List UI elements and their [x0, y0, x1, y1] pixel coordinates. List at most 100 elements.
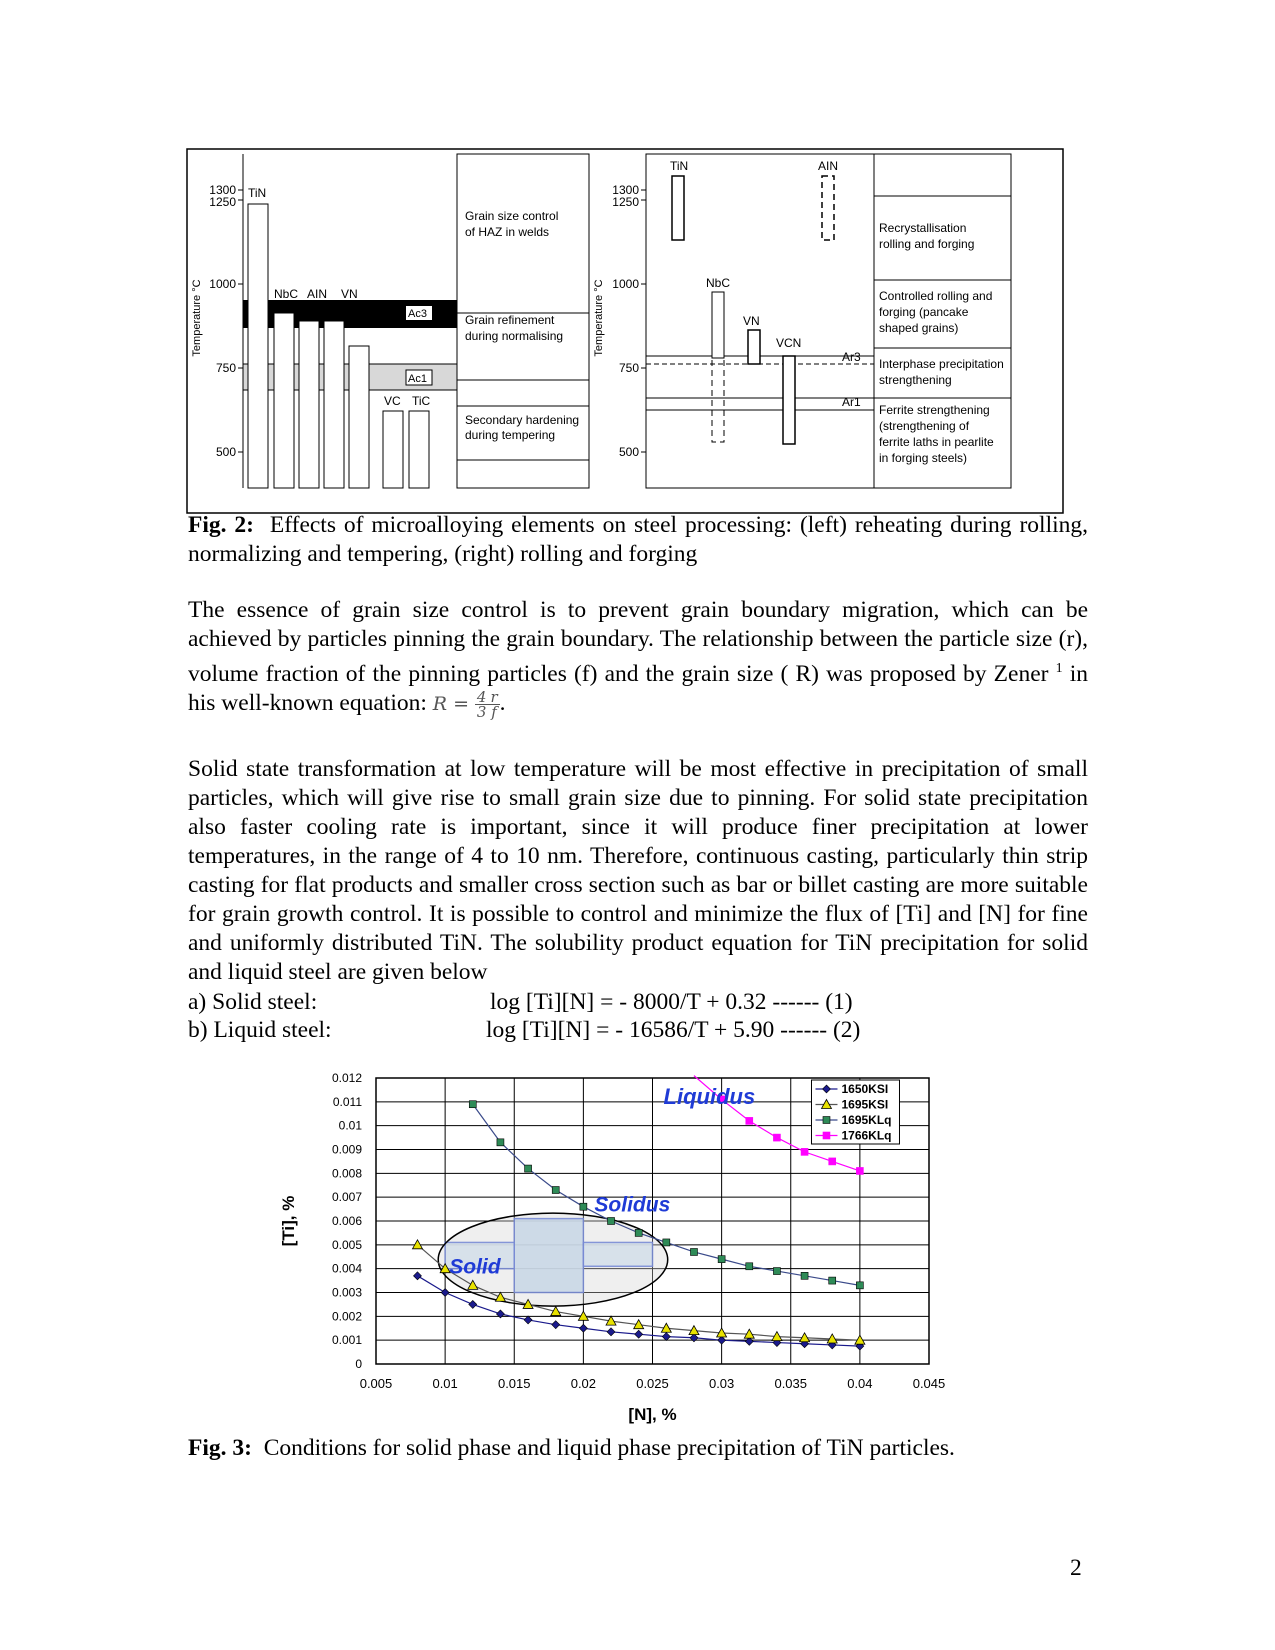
fig2-right-label-TiN: TiN: [670, 159, 688, 173]
fig2-left-label-AIN: AIN: [307, 287, 327, 301]
x-tick-label: 0.04: [847, 1376, 872, 1391]
fig2-left-tick-1300: 1300: [209, 183, 236, 197]
x-tick-label: 0.005: [360, 1376, 393, 1391]
fig2-left-tick-500: 500: [216, 445, 236, 459]
point-1766KLq: [800, 1148, 809, 1156]
point-1766KLq: [717, 1095, 726, 1104]
point-1650KSI: [661, 1332, 671, 1342]
solid-zone-box: [513, 1217, 585, 1294]
point-1650KSI: [606, 1327, 616, 1337]
fig2-left-label-TiN: TiN: [248, 186, 266, 200]
fig2-note-ferrite-2: (strengthening of: [879, 419, 970, 433]
annotation-solid: Solid: [449, 1255, 502, 1278]
point-1766KLq: [828, 1157, 837, 1166]
point-1695KSI: [605, 1315, 617, 1326]
plot-frame: [375, 1077, 930, 1365]
point-1650KSI: [717, 1335, 727, 1345]
fig2-left-tick-750: 750: [216, 361, 236, 375]
x-tick-label: 0.02: [571, 1376, 596, 1391]
page-number: 2: [1070, 1555, 1082, 1581]
legend-label: 1650KSI: [841, 1082, 888, 1096]
point-1695KLq: [579, 1202, 588, 1211]
legend-marker: [822, 1131, 831, 1140]
point-1650KSI: [468, 1299, 478, 1309]
fig2-note-grain-refinement: Grain refinement: [465, 313, 555, 327]
fig3-caption: Fig. 3: Conditions for solid phase and l…: [188, 1434, 1088, 1463]
annotation-liquidus: Liquidus: [664, 1084, 756, 1109]
point-1766KLq: [745, 1117, 754, 1125]
fig2-right-tick-1300: 1300: [612, 183, 639, 197]
fig2-right-panel: 1300 1250 1000 750 500 Temperature °C Ti…: [593, 153, 1012, 489]
point-1695KLq: [662, 1238, 671, 1247]
point-1650KSI: [578, 1323, 588, 1333]
zener-eq-lhs: R =: [432, 692, 470, 715]
x-tick-label: 0.035: [774, 1376, 807, 1391]
point-1650KSI: [634, 1329, 644, 1339]
fig2-right-label-VCN: VCN: [776, 336, 801, 350]
fig2-note-ferrite-1: Ferrite strengthening: [879, 403, 990, 417]
point-1766KLq: [856, 1167, 864, 1175]
y-tick-label: 0.001: [332, 1333, 362, 1347]
point-1695KSI: [411, 1239, 424, 1250]
equation-solid-formula: log [Ti][N] = - 8000/T + 0.32 ------ (1): [490, 989, 853, 1015]
point-1695KLq: [634, 1229, 643, 1237]
y-tick-label: 0.012: [332, 1071, 362, 1085]
point-1695KLq: [800, 1272, 809, 1280]
paragraph-1-text: The essence of grain size control is to …: [188, 597, 1088, 687]
paragraph-2: Solid state transformation at low temper…: [188, 756, 1088, 985]
fig2-left-panel: 1300 1250 1000 750 500 Temperature °C Ti…: [191, 153, 590, 489]
point-1695KSI: [632, 1318, 645, 1330]
point-1695KSI: [494, 1291, 507, 1302]
figure-2: 1300 1250 1000 750 500 Temperature °C Ti…: [186, 148, 1064, 514]
point-1695KSI: [550, 1305, 562, 1316]
paragraph-1: The essence of grain size control is to …: [188, 596, 1088, 719]
equation-solid: a) Solid steel: log [Ti][N] = - 8000/T +…: [188, 989, 1088, 1018]
legend-label: 1766KLq: [841, 1129, 891, 1143]
paragraph-1-citation: 1: [1055, 661, 1063, 676]
fig2-right-label-AIN: AIN: [818, 159, 838, 173]
fig2-left-ylabel: Temperature °C: [191, 279, 203, 356]
solid-zone-box: [444, 1241, 515, 1270]
fig2-note-controlled-2: forging (pancake: [879, 305, 969, 319]
point-1695KLq: [524, 1164, 532, 1173]
point-1695KSI: [854, 1334, 866, 1345]
fig2-left-label-NbC: NbC: [274, 287, 298, 301]
x-tick-label: 0.045: [913, 1376, 946, 1391]
legend-marker: [820, 1098, 833, 1109]
fig2-note-interphase-1: Interphase precipitation: [879, 357, 1004, 371]
point-1695KLq: [551, 1186, 560, 1194]
fig2-right-label-NbC: NbC: [706, 276, 730, 290]
y-axis-label: [Ti], %: [280, 1196, 298, 1247]
point-1650KSI: [413, 1271, 422, 1281]
point-1695KLq: [468, 1100, 477, 1109]
y-tick-label: 0.008: [332, 1166, 362, 1180]
fig2-right-tick-500: 500: [619, 445, 639, 459]
point-1650KSI: [496, 1309, 505, 1319]
point-1650KSI: [440, 1288, 450, 1297]
x-tick-label: 0.01: [432, 1376, 457, 1391]
zener-eq-end: .: [499, 689, 506, 716]
fig2-note-tempering: during tempering: [465, 428, 555, 442]
point-1650KSI: [551, 1320, 561, 1330]
fig2-right-ylabel: Temperature °C: [593, 279, 605, 356]
point-1695KSI: [577, 1310, 590, 1321]
fig2-note-controlled-1: Controlled rolling and: [879, 289, 992, 303]
equation-liquid-label: b) Liquid steel:: [188, 1017, 332, 1043]
equation-liquid: b) Liquid steel: log [Ti][N] = - 16586/T…: [188, 1017, 1088, 1046]
legend-label: 1695KLq: [841, 1113, 891, 1127]
fig3-caption-label: Fig. 3:: [188, 1435, 252, 1461]
fig3-caption-text: Conditions for solid phase and liquid ph…: [263, 1435, 955, 1461]
fig2-left-tick-1000: 1000: [209, 277, 236, 291]
x-axis-label: [N], %: [628, 1405, 676, 1424]
legend-marker: [822, 1084, 831, 1094]
fig2-right-tick-1250: 1250: [612, 195, 639, 209]
point-1695KLq: [828, 1276, 837, 1285]
point-1695KLq: [856, 1281, 864, 1290]
fig2-left-label-Ac1: Ac1: [408, 373, 427, 385]
paragraph-1-tail: in his well-known equation:: [188, 660, 1088, 716]
point-1695KSI: [826, 1333, 838, 1344]
fig2-left-tick-1250: 1250: [209, 195, 236, 209]
point-1695KSI: [715, 1327, 728, 1338]
solid-zone-ellipse: [437, 1212, 669, 1307]
